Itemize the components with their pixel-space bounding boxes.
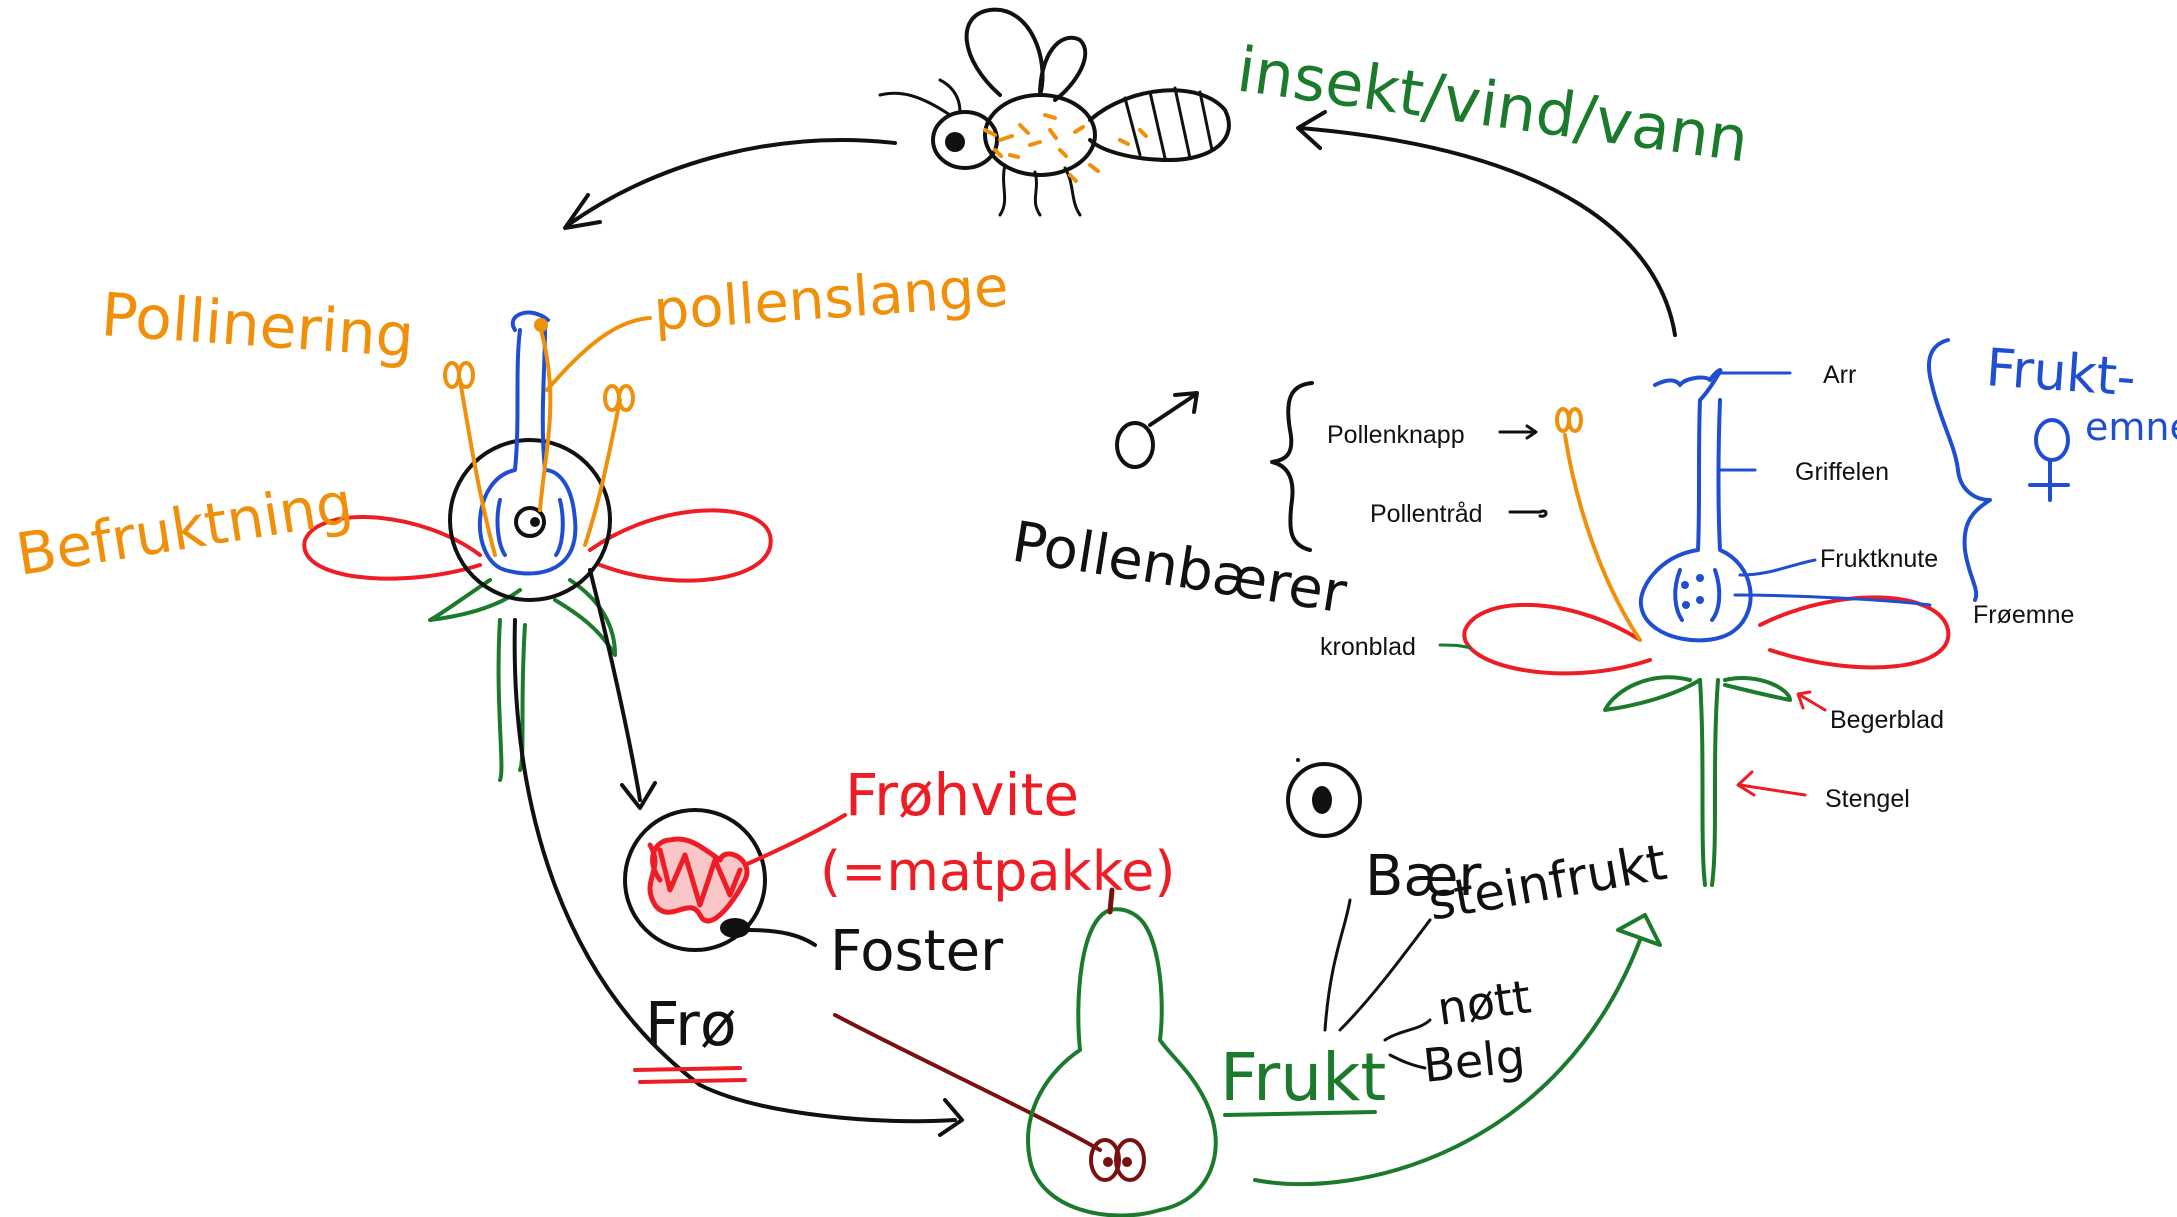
fruit-label: Frukt	[1220, 1039, 1386, 1116]
pistil-label-line2: emne	[2085, 405, 2177, 449]
cycle-arrow-bee-to-pollination	[566, 138, 897, 227]
seed-underline	[633, 1066, 747, 1084]
labeled-flower	[1438, 368, 1951, 887]
seed-label: Frø	[645, 990, 737, 1060]
endosperm-label: Frøhvite	[845, 761, 1079, 829]
bee-icon	[878, 7, 1231, 217]
filament-label: Pollentråd	[1370, 500, 1483, 528]
pollination-flower	[302, 310, 773, 782]
petal-label: kronblad	[1320, 633, 1416, 661]
seed-icon	[623, 808, 847, 952]
ovule-label: Frøemne	[1973, 601, 2074, 629]
pistil-label-line1: Frukt-	[1984, 338, 2138, 408]
loose-seed	[1286, 762, 1362, 838]
pear-icon	[1026, 887, 1218, 1217]
anther-label: Pollenknapp	[1327, 421, 1465, 449]
sepal-label: Begerblad	[1830, 706, 1944, 734]
cycle-arrow-flower-to-bee	[1298, 126, 1677, 337]
cycle-arrow-seed-to-fruit	[512, 618, 957, 1124]
embryo-label: Foster	[830, 919, 1004, 984]
stamen-brace	[1270, 381, 1314, 552]
pollination-label: Pollinering	[99, 280, 416, 372]
fruit-type-berry: Bær	[1365, 844, 1482, 909]
male-symbol-icon	[1115, 391, 1199, 469]
fruit-type-nut: nøtt	[1434, 969, 1534, 1035]
stigma-label: Arr	[1823, 361, 1856, 389]
stem-label: Stengel	[1825, 785, 1910, 813]
female-symbol-icon	[2028, 418, 2070, 502]
style-label: Griffelen	[1795, 458, 1889, 486]
endosperm-note: (=matpakke)	[820, 840, 1175, 903]
pollinator-label: insekt/vind/vann	[1233, 33, 1753, 177]
fruit-type-pod: Belg	[1421, 1029, 1528, 1093]
cycle-arrow-fruit-to-flower	[1253, 938, 1642, 1187]
cycle-arrow-fertilization-to-seed	[588, 568, 642, 802]
fertilization-label: Befruktning	[12, 469, 358, 589]
ovary-label: Fruktknute	[1820, 545, 1938, 573]
pollen-tube-label: pollenslange	[651, 254, 1010, 344]
pistil-brace	[1927, 338, 1992, 602]
stamen-label: Pollenbærer	[1008, 510, 1352, 627]
